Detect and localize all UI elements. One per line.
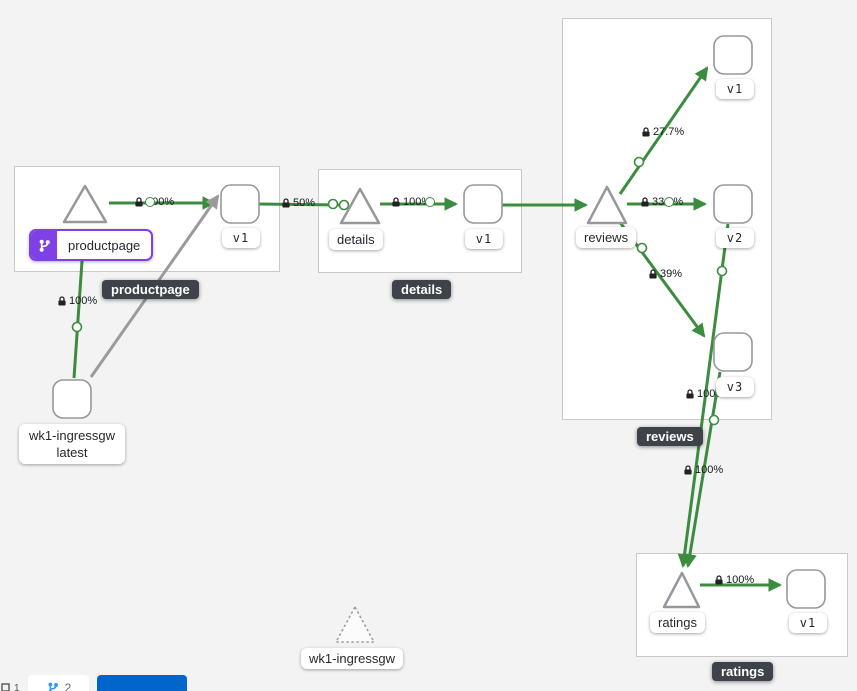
label-ratings-v1[interactable]: v1 (789, 613, 827, 633)
edge-waypoint-ring (145, 197, 155, 207)
box-label-productpage[interactable]: productpage (102, 280, 199, 299)
mtls-lock-icon (686, 388, 694, 398)
label-ingress-workload[interactable]: wk1-ingressgw latest (19, 424, 125, 464)
label-reviews-v1[interactable]: v1 (716, 79, 754, 99)
legend-button[interactable] (97, 675, 187, 691)
toolbar-chip-apps[interactable]: 1 (1, 683, 35, 691)
mtls-lock-icon (282, 197, 290, 207)
edge-reviews-to-v1[interactable] (618, 66, 709, 195)
toolbar-chip-versions-count: 2 (64, 681, 72, 691)
selected-node-badge[interactable]: productpage (29, 229, 154, 261)
mtls-lock-icon (58, 295, 66, 305)
label-details-app[interactable]: details (329, 229, 383, 250)
label-reviews-v2[interactable]: v2 (716, 228, 754, 248)
node-ingress-workload[interactable] (52, 379, 92, 419)
label-productpage-v1[interactable]: v1 (222, 228, 260, 248)
ingress-workload-name: wk1-ingressgw (29, 428, 115, 443)
toolbar-chip-versions[interactable]: 2 (28, 675, 89, 691)
branch-icon (48, 682, 58, 691)
label-reviews-app[interactable]: reviews (576, 227, 637, 248)
edge-label-ratings-to-v1: 100% (714, 574, 754, 586)
node-details-app[interactable] (339, 187, 381, 225)
node-productpage-app[interactable] (62, 184, 108, 224)
box-label-reviews[interactable]: reviews (637, 427, 703, 446)
mtls-lock-icon (641, 196, 649, 206)
node-ratings-app[interactable] (662, 571, 701, 609)
node-ratings-v1[interactable] (786, 569, 826, 609)
node-reviews-v1[interactable] (713, 35, 753, 75)
edge-label-productpage-to-details: 50% (281, 197, 315, 209)
mtls-lock-icon (642, 126, 650, 136)
label-details-v1[interactable]: v1 (465, 229, 503, 249)
edge-waypoints (71, 156, 728, 426)
mtls-lock-icon (649, 268, 657, 278)
edge-label-details-to-v1: 100% (391, 196, 435, 208)
mtls-lock-icon (715, 574, 723, 584)
selected-node-label: productpage (68, 237, 141, 253)
ingress-workload-version: latest (56, 445, 88, 460)
node-reviews-v3[interactable] (713, 332, 753, 372)
edge-productpage-to-details[interactable] (258, 202, 342, 207)
edge-waypoint-ring (425, 197, 435, 207)
node-reviews-app[interactable] (586, 185, 628, 225)
edge-label-reviews-to-v3: 39% (648, 268, 682, 280)
edge-label-reviews-to-v1: 27.7% (641, 126, 684, 138)
box-label-details[interactable]: details (392, 280, 452, 299)
label-reviews-v3[interactable]: v3 (716, 377, 754, 397)
version-branch-icon (31, 231, 57, 259)
label-ingress-idle[interactable]: wk1-ingressgw (301, 648, 403, 669)
edge-label-productpage-to-v1: 100% (134, 196, 174, 208)
edge-label-reviews-v3-to-ratings: 100% (683, 464, 723, 476)
edge-reviews-v3-to-ratings[interactable] (683, 371, 722, 569)
node-productpage-v1[interactable] (220, 184, 260, 224)
cube-icon (1, 683, 10, 691)
label-ratings-app[interactable]: ratings (650, 612, 706, 633)
node-reviews-v2[interactable] (713, 184, 753, 224)
box-label-ratings[interactable]: ratings (712, 662, 774, 681)
edge-reviews-v2-to-ratings[interactable] (677, 223, 730, 569)
mtls-lock-icon (135, 196, 143, 206)
mtls-lock-icon (392, 196, 400, 206)
node-details-v1[interactable] (463, 184, 503, 224)
mtls-lock-icon (684, 464, 692, 474)
edge-label-ingress-to-productpage: 100% (57, 295, 97, 307)
edge-label-reviews-to-v2: 33.2% (640, 196, 683, 208)
edge-waypoint-ring (664, 197, 674, 207)
node-ingress-idle[interactable] (335, 606, 375, 643)
toolbar-chip-apps-count: 1 (14, 683, 20, 691)
